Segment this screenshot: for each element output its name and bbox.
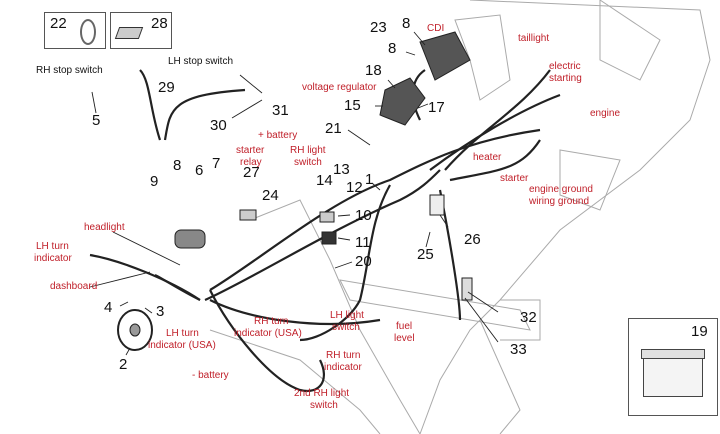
label-wiring-ground: wiring ground: [529, 196, 590, 207]
part-number-23: 23: [370, 19, 387, 36]
label-2nd-rh-light-switch-line2: switch: [310, 400, 338, 411]
sensor-33: [461, 277, 473, 301]
label-plus-battery: + battery: [258, 130, 298, 141]
part-number-7: 7: [212, 155, 221, 172]
label-rh-turn-indicator-line2: indicator: [324, 362, 362, 373]
inset-box-19: 19: [628, 318, 718, 416]
cable-clip-icon: [114, 27, 144, 39]
components: [117, 31, 473, 351]
label-lh-turn-indicator-line2: indicator: [34, 253, 72, 264]
part-number-1: 1: [365, 171, 374, 188]
part-number-29: 29: [158, 79, 175, 96]
label-headlight: headlight: [84, 222, 125, 233]
part-number-8-low: 8: [173, 157, 182, 174]
part-number-27: 27: [243, 164, 260, 181]
inset-box-22: 22: [44, 12, 106, 49]
part-number-18: 18: [365, 62, 382, 79]
part-number: 19: [691, 323, 708, 340]
wiring-harness: [89, 69, 561, 393]
label-rh-light-switch-line2: switch: [294, 157, 322, 168]
part-number-31: 31: [272, 102, 289, 119]
label-2nd-rh-light-switch-line1: 2nd RH light: [294, 388, 350, 399]
part-number-3: 3: [156, 303, 165, 320]
label-minus-battery: - battery: [192, 370, 229, 381]
label-taillight: taillight: [518, 33, 550, 44]
part-number-17: 17: [428, 99, 445, 116]
relay-10: [319, 211, 335, 223]
part-number: 28: [151, 15, 168, 32]
label-lh-turn-usa-line1: LH turn: [166, 328, 199, 339]
label-rh-stop-switch: RH stop switch: [36, 65, 103, 76]
cdi-unit: [419, 31, 471, 81]
label-fuel-level-line1: fuel: [396, 321, 413, 332]
part-number-24: 24: [262, 187, 279, 204]
label-lh-stop-switch: LH stop switch: [168, 56, 234, 67]
part-number-26: 26: [464, 231, 481, 248]
battery-icon: [643, 355, 703, 397]
part-number-8-top: 8: [402, 15, 411, 32]
label-fuel-level-line2: level: [394, 333, 415, 344]
label-lh-turn-indicator-line1: LH turn: [36, 241, 69, 252]
part-number-12: 12: [346, 179, 363, 196]
part-number-21: 21: [325, 120, 342, 137]
inset-box-28: 28: [110, 12, 172, 49]
voltage-regulator: [379, 77, 426, 126]
part-number-13: 13: [333, 161, 350, 178]
part-number-33: 33: [510, 341, 527, 358]
hose-clamp-icon: [80, 19, 96, 45]
label-engine-ground: engine ground: [529, 184, 593, 195]
part-number-32: 32: [520, 309, 537, 326]
part-number-6: 6: [195, 162, 204, 179]
part-number-14: 14: [316, 172, 333, 189]
connector-11: [321, 231, 337, 245]
label-cdi: CDI: [427, 23, 445, 34]
relay-24: [239, 209, 257, 221]
part-number-5: 5: [92, 112, 101, 129]
part-number-25: 25: [417, 246, 434, 263]
label-lh-light-switch-line1: LH light: [330, 310, 364, 321]
chassis-frame: [209, 0, 711, 434]
label-engine: engine: [590, 108, 621, 119]
label-rh-turn-indicator-line1: RH turn: [326, 350, 361, 361]
part-number-4: 4: [104, 299, 113, 316]
battery-top: [641, 349, 705, 359]
label-rh-turn-usa-line1: RH turn: [254, 316, 289, 327]
part-number-15: 15: [344, 97, 361, 114]
label-starter-relay-line2: relay: [240, 157, 262, 168]
part-number-11: 11: [355, 234, 371, 251]
label-starter-relay-line1: starter: [236, 145, 265, 156]
part-number-8-mid: 8: [388, 40, 397, 57]
part-number-30: 30: [210, 117, 227, 134]
part-number-2: 2: [119, 356, 128, 373]
label-electric-starting-line1: electric: [549, 61, 581, 72]
label-starter: starter: [500, 173, 529, 184]
fuse-holder-26: [429, 194, 445, 216]
label-voltage-regulator: voltage regulator: [302, 82, 377, 93]
label-rh-light-switch-line1: RH light: [290, 145, 326, 156]
label-heater: heater: [473, 152, 502, 163]
label-lh-turn-usa-line2: indicator (USA): [148, 340, 216, 351]
label-electric-starting-line2: starting: [549, 73, 582, 84]
part-number: 22: [50, 15, 67, 32]
starter-relay-body: [174, 229, 206, 249]
label-lh-light-switch-line2: switch: [332, 322, 360, 333]
label-rh-turn-usa-line2: indicator (USA): [234, 328, 302, 339]
leader-lines: [89, 31, 499, 356]
part-number-9: 9: [150, 173, 159, 190]
part-number-20: 20: [355, 253, 372, 270]
part-number-10: 10: [355, 207, 372, 224]
label-dashboard: dashboard: [50, 281, 98, 292]
